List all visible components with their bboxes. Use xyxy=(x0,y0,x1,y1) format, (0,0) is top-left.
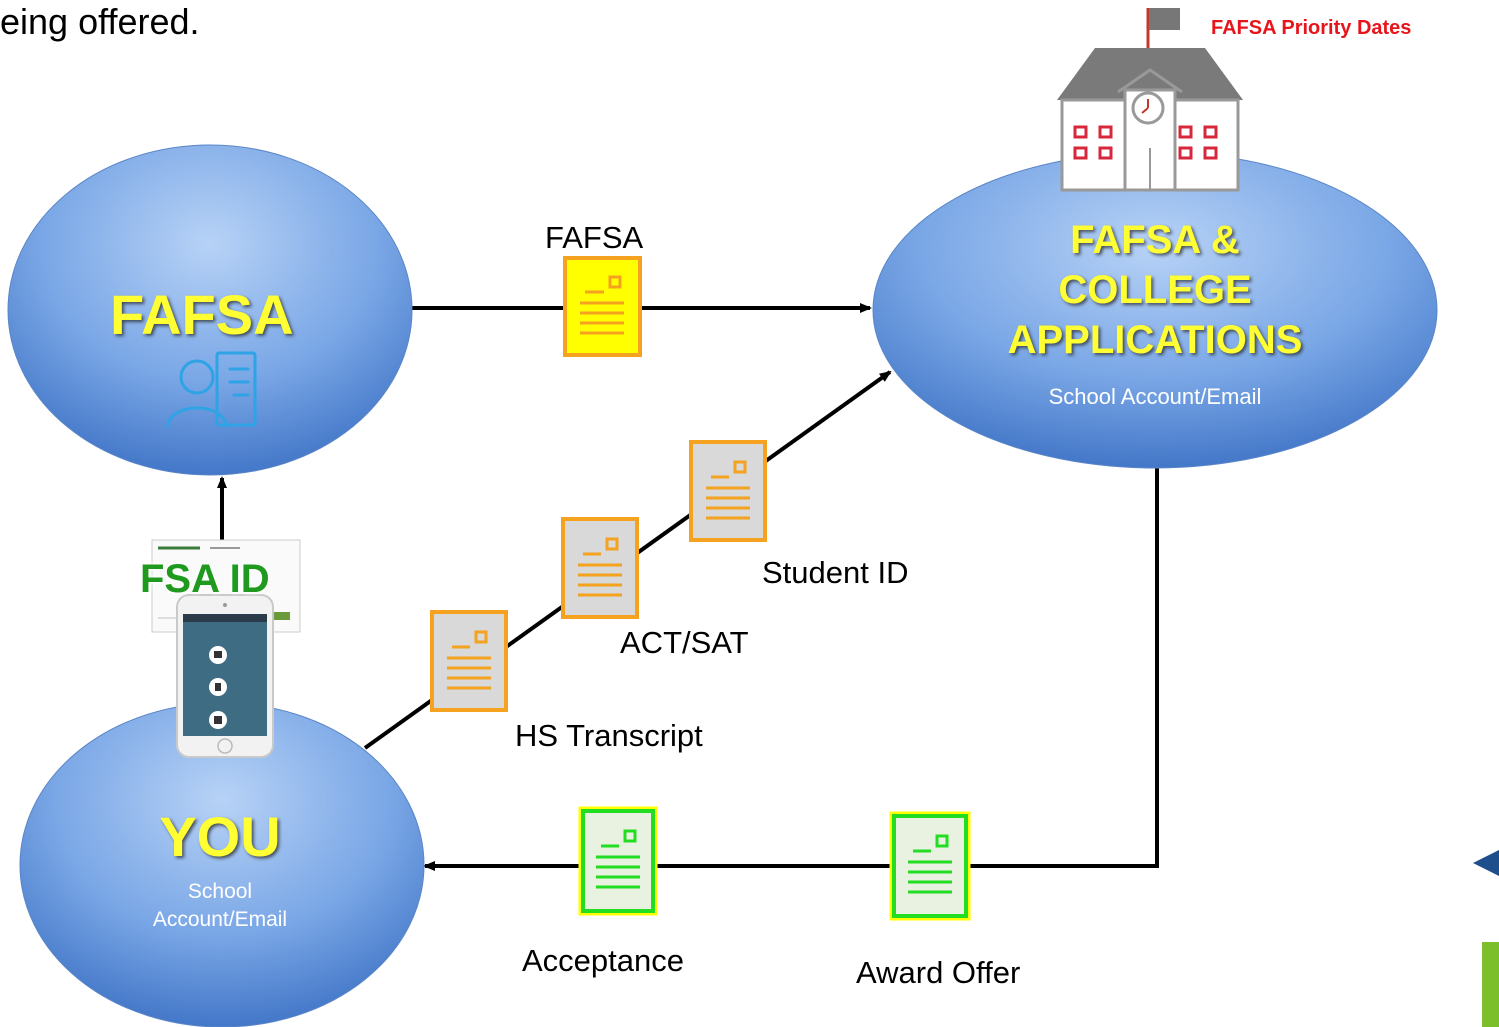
doc-label-student-id: Student ID xyxy=(762,555,909,590)
you-node-subtitle: School Account/Email xyxy=(120,878,320,934)
document-icon-hs-transcript xyxy=(430,610,508,712)
phone-screenshot xyxy=(176,594,274,758)
priority-dates-label: FAFSA Priority Dates xyxy=(1211,17,1412,39)
school-building-icon xyxy=(1057,8,1243,192)
doc-label-acceptance: Acceptance xyxy=(522,943,684,978)
partial-logo xyxy=(1473,850,1499,1027)
document-icon-award-offer xyxy=(889,811,971,921)
college-title-line2: COLLEGE xyxy=(1058,268,1252,312)
document-icon-acceptance xyxy=(578,806,658,916)
node-fafsa xyxy=(7,144,413,476)
doc-label-award-offer: Award Offer xyxy=(856,955,1021,990)
document-icon-fafsa xyxy=(563,256,642,357)
doc-label-hs-transcript: HS Transcript xyxy=(515,718,703,753)
you-node-title: YOU xyxy=(159,805,281,868)
college-title-line3: APPLICATIONS xyxy=(1007,318,1303,362)
college-node-subtitle: School Account/Email xyxy=(1048,384,1262,409)
doc-label-fafsa: FAFSA xyxy=(545,220,644,255)
doc-label-act-sat: ACT/SAT xyxy=(620,625,749,660)
flag-icon xyxy=(1149,8,1180,30)
arrow-college-to-you xyxy=(423,467,1159,871)
you-subtitle-line2: Account/Email xyxy=(152,908,288,931)
college-title-line1: FAFSA & xyxy=(1070,218,1240,262)
intro-text: eing offered. xyxy=(0,1,200,42)
user-document-icon xyxy=(166,351,257,428)
you-subtitle-line1: School xyxy=(187,880,253,903)
fafsa-node-title: FAFSA xyxy=(110,283,294,346)
document-icon-student-id xyxy=(689,440,767,542)
college-node-title: FAFSA & COLLEGE APPLICATIONS xyxy=(975,215,1335,365)
fsa-id-label: FSA ID xyxy=(140,557,270,601)
document-icon-act-sat xyxy=(561,517,639,619)
